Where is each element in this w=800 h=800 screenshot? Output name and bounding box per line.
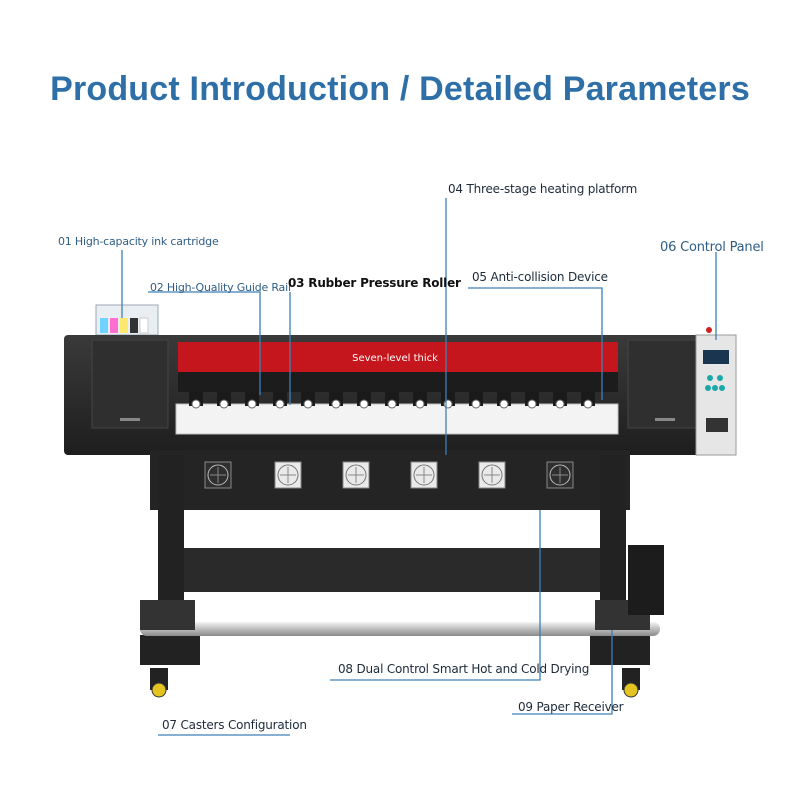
leader-line — [468, 287, 603, 400]
fan-icon — [342, 461, 370, 489]
casters — [150, 668, 640, 698]
printer-body — [64, 335, 736, 510]
leader-line — [512, 630, 613, 715]
paper-receiver — [140, 545, 664, 636]
leader-line — [148, 291, 261, 395]
drying-fans — [204, 461, 574, 489]
leader-line — [330, 510, 541, 681]
roller — [497, 392, 511, 409]
banner-label: Seven-level thick — [352, 353, 438, 364]
roller — [441, 392, 455, 409]
callout-01-ink-cartridge: 01 High-capacity ink cartridge — [58, 235, 219, 248]
roller — [413, 392, 427, 409]
callout-08-drying: 08 Dual Control Smart Hot and Cold Dryin… — [338, 662, 590, 676]
roller — [329, 392, 343, 409]
roller — [581, 392, 595, 409]
roller — [245, 392, 259, 409]
page-title: Product Introduction / Detailed Paramete… — [50, 70, 750, 108]
control-panel — [695, 327, 737, 456]
roller — [273, 392, 287, 409]
callout-leader-lines — [121, 198, 717, 736]
callout-04-heating-platform: 04 Three-stage heating platform — [448, 182, 638, 196]
fan-icon — [274, 461, 302, 489]
roller — [301, 392, 315, 409]
roller — [217, 392, 231, 409]
pressure-rollers — [189, 392, 595, 409]
callout-07-casters: 07 Casters Configuration — [162, 718, 307, 732]
roller — [469, 392, 483, 409]
ink-cartridge — [95, 304, 159, 336]
red-banner — [178, 342, 618, 372]
callout-03-pressure-roller: 03 Rubber Pressure Roller — [288, 276, 461, 290]
roller — [357, 392, 371, 409]
roller — [525, 392, 539, 409]
roller — [385, 392, 399, 409]
fan-icon — [410, 461, 438, 489]
roller — [189, 392, 203, 409]
printer-stand — [140, 455, 650, 698]
fan-icon — [204, 461, 232, 489]
roller — [553, 392, 567, 409]
callout-09-paper-receiver: 09 Paper Receiver — [518, 700, 624, 714]
fan-icon — [546, 461, 574, 489]
callout-06-control-panel: 06 Control Panel — [660, 240, 764, 255]
fan-icon — [478, 461, 506, 489]
callout-05-anti-collision: 05 Anti-collision Device — [472, 270, 608, 284]
callout-02-guide-rail: 02 High-Quality Guide Rail — [150, 281, 291, 294]
